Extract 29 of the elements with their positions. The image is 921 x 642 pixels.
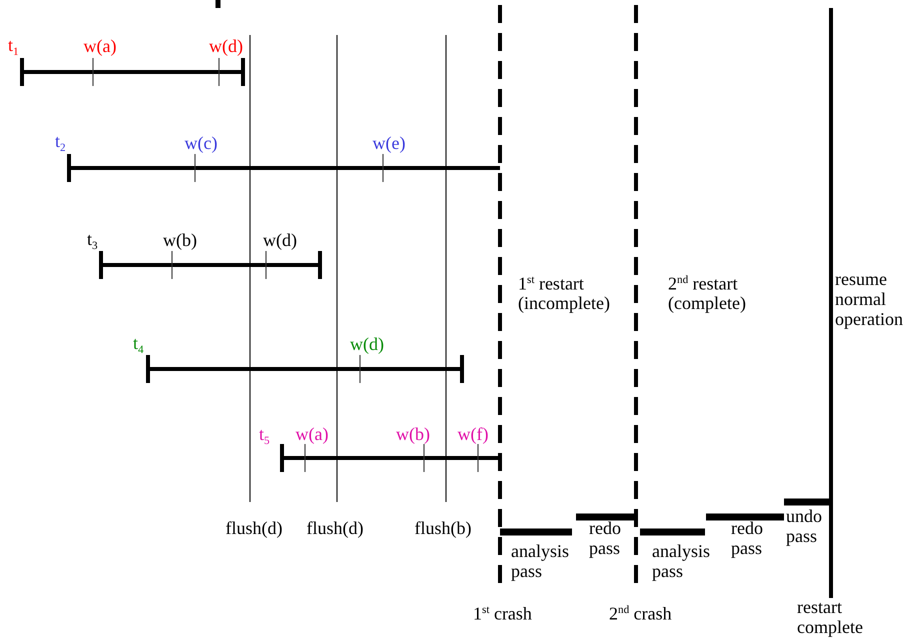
timeline-label: t$_{5}$ [259,425,270,448]
timeline-label: redo pass [731,519,764,559]
timeline-label: w(b) [163,231,197,251]
timeline-label: redo pass [589,519,622,559]
timeline-label: w(a) [296,425,328,445]
timeline-label: w(f) [458,425,488,445]
timeline-label: flush(b) [414,519,472,539]
timeline-label: w(d) [263,231,297,251]
timeline-label: flush(d) [306,519,364,539]
timeline-label: w(a) [84,37,116,57]
timeline-label: t$_{1}$ [8,36,19,58]
timeline-label: w(d) [350,335,384,355]
timeline-label: 1$^{st}$ crash [473,604,532,624]
timeline-label: flush(d) [226,519,282,539]
timeline-label: w(d) [209,37,243,57]
timeline-label: analysis pass [511,542,570,582]
timeline-label: w(c) [184,134,218,154]
timeline-label: t$_{4}$ [133,334,144,356]
timeline-label: restart complete [797,598,864,638]
timeline-label: 2$^{nd}$ crash [609,604,672,624]
timeline-label: w(b) [396,425,430,445]
timeline-label: 1$^{st}$ restart (incomplete) [518,274,611,314]
timeline-label: analysis pass [652,542,711,582]
timeline-label: t$_{3}$ [87,230,98,252]
timeline-label: undo pass [786,507,823,547]
timeline-label: resume normal operation [835,270,904,330]
timeline-label: 2$^{nd}$ restart (complete) [668,274,747,314]
timeline-label: w(e) [372,134,406,154]
timeline-label: t$_{2}$ [55,132,66,154]
